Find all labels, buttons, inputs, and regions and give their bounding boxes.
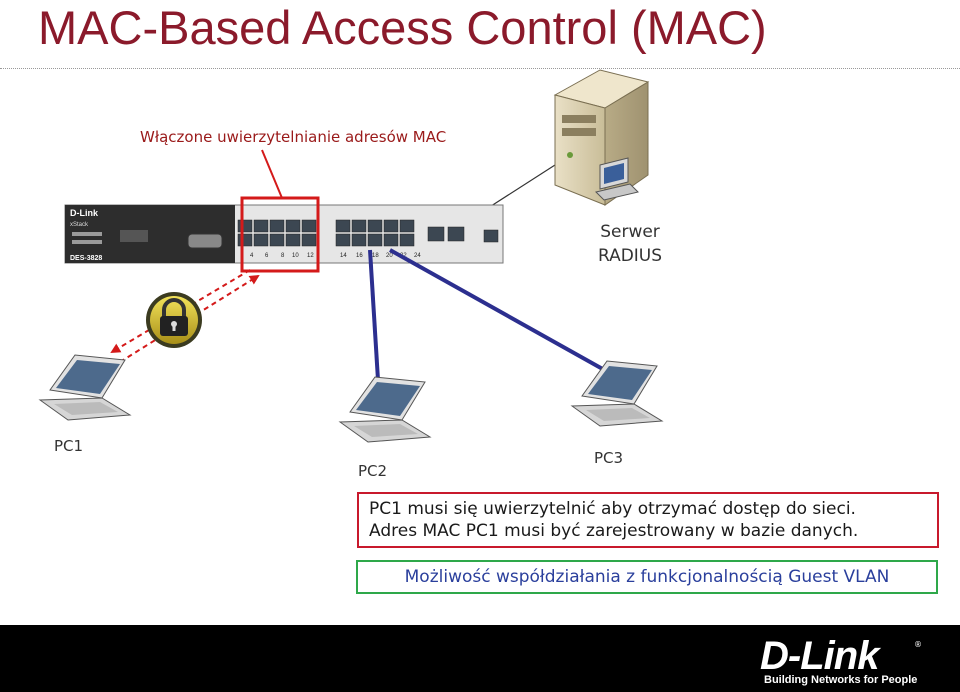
dlink-logo: D-Link ® Building Networks for People (760, 634, 930, 690)
port-label: 20 (386, 253, 393, 259)
guest-vlan-note: Możliwość współdziałania z funkcjonalnoś… (356, 560, 938, 594)
footer-bar (0, 625, 960, 692)
pc2-label: PC2 (358, 462, 388, 480)
port-label: 14 (340, 253, 347, 259)
switch-icon: D-Link xStack DES-3828 4 6 8 10 12 14 16 (64, 204, 504, 264)
port-label: 16 (356, 253, 363, 259)
pc2-cable (368, 249, 380, 381)
server-uplink-cable (487, 164, 556, 209)
port-label: 24 (414, 253, 421, 259)
laptop-icon (38, 354, 132, 421)
server-label-line1: Serwer (600, 222, 660, 242)
pc3-cable (389, 248, 609, 374)
description-line2: Adres MAC PC1 musi być zarejestrowany w … (369, 521, 859, 541)
laptop-icon (338, 376, 432, 443)
note-pointer-line (261, 149, 283, 199)
port-label: 4 (250, 253, 254, 259)
lock-icon (146, 292, 202, 348)
description-box: PC1 musi się uwierzytelnić aby otrzymać … (357, 492, 939, 548)
description-line1: PC1 musi się uwierzytelnić aby otrzymać … (369, 499, 856, 519)
port-label: 18 (372, 253, 379, 259)
logo-text: D-Link (760, 634, 879, 678)
page-title: MAC-Based Access Control (MAC) (38, 1, 767, 54)
pc3-label: PC3 (594, 449, 624, 467)
mac-auth-port-highlight (240, 196, 320, 273)
pc1-label: PC1 (54, 437, 84, 455)
server-label-line2: RADIUS (597, 246, 663, 266)
switch-brand: D-Link (70, 208, 99, 218)
server-icon (553, 69, 650, 206)
port-label: 10 (292, 253, 299, 259)
port-label: 8 (281, 253, 285, 259)
logo-tagline: Building Networks for People (764, 674, 918, 686)
port-label: 6 (265, 253, 269, 259)
mac-auth-note: Włączone uwierzytelnianie adresów MAC (140, 128, 447, 146)
laptop-icon (570, 360, 664, 427)
logo-registered-mark: ® (914, 640, 922, 649)
server-label: Serwer RADIUS (580, 220, 680, 268)
port-label: 12 (307, 253, 314, 259)
switch-stack: xStack (70, 222, 89, 228)
title-divider (0, 68, 960, 69)
switch-model: DES-3828 (70, 255, 102, 262)
